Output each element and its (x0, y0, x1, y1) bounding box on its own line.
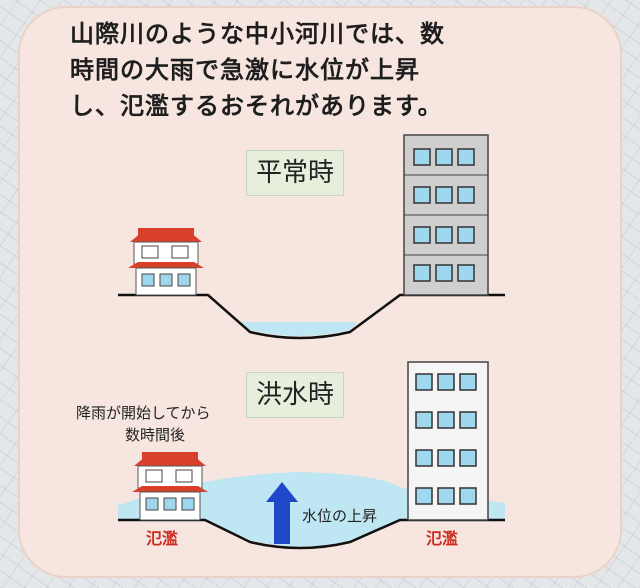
headline-line-3: し、氾濫するおそれがあります。 (70, 92, 443, 120)
overflow-label-left: 氾濫 (146, 529, 179, 548)
normal-ground-line (118, 293, 505, 340)
overflow-label-right: 氾濫 (426, 529, 459, 548)
normal-house (128, 228, 204, 296)
rain-note-line-1: 降雨が開始してから (76, 404, 211, 422)
normal-river-water (240, 322, 358, 336)
water-rise-label: 水位の上昇 (302, 507, 378, 525)
rain-note-line-2: 数時間後 (125, 426, 186, 444)
normal-label: 平常時 (246, 150, 344, 196)
headline-line-1: 山際川のような中小河川では、数 (70, 20, 445, 48)
water-rise-arrow (266, 482, 298, 544)
flood-ground-line (118, 518, 505, 550)
flood-house (132, 452, 208, 521)
headline: 山際川のような中小河川では、数 時間の大雨で急激に水位が上昇 し、氾濫するおそれ… (70, 16, 570, 124)
flood-building (407, 361, 489, 521)
flood-label: 洪水時 (246, 372, 344, 418)
headline-line-2: 時間の大雨で急激に水位が上昇 (70, 56, 420, 84)
normal-building (403, 134, 489, 296)
